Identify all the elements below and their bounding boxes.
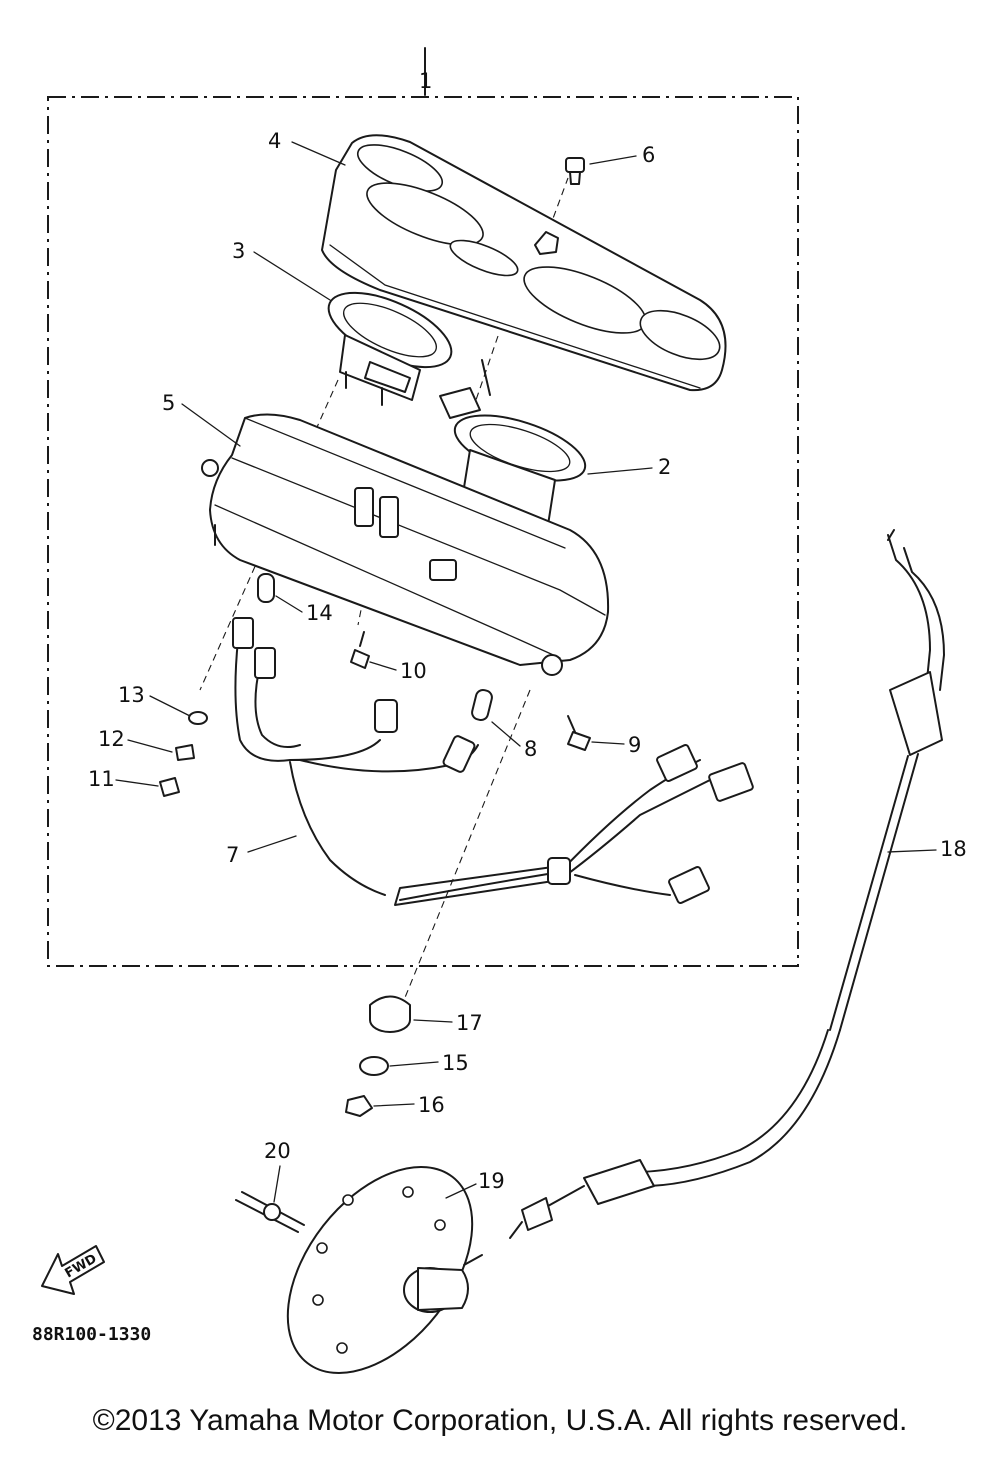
leader-lines — [115, 141, 937, 1203]
callout-5: 5 — [162, 391, 175, 415]
part-7-wire-harness — [232, 617, 754, 906]
part-4-meter-cover — [321, 134, 727, 392]
callout-3: 3 — [232, 239, 245, 263]
callout-7: 7 — [226, 843, 239, 867]
part-20-pin — [235, 1191, 305, 1233]
part-18-speedometer-cable — [509, 529, 945, 1239]
callout-18: 18 — [940, 837, 967, 861]
callout-19: 19 — [478, 1169, 505, 1193]
part-5-meter-case — [201, 413, 610, 676]
callout-14: 14 — [306, 601, 333, 625]
parts-11-13-small-clips — [159, 711, 208, 797]
callout-13: 13 — [118, 683, 145, 707]
part-6-screw — [565, 157, 585, 185]
part-19-drive-plate — [286, 1165, 483, 1375]
callout-2: 2 — [658, 455, 671, 479]
part-8-bulb — [471, 688, 493, 722]
callout-8: 8 — [524, 737, 537, 761]
part-3-meter-unit — [327, 291, 453, 406]
callout-11: 11 — [88, 767, 115, 791]
callout-6: 6 — [642, 143, 655, 167]
parts-15-17-fasteners — [345, 995, 411, 1117]
copyright-notice: ©2013 Yamaha Motor Corporation, U.S.A. A… — [92, 1404, 908, 1437]
callout-4: 4 — [268, 129, 281, 153]
drawing-code: 88R100-1330 — [32, 1324, 151, 1345]
callout-16: 16 — [418, 1093, 445, 1117]
callout-17: 17 — [456, 1011, 483, 1035]
callout-15: 15 — [442, 1051, 469, 1075]
callout-10: 10 — [400, 659, 427, 683]
part-14-bulb — [257, 573, 275, 603]
part-9-screw — [567, 715, 591, 751]
callout-1: 1 — [419, 69, 432, 93]
part-10-screw — [350, 631, 370, 669]
callout-20: 20 — [264, 1139, 291, 1163]
callout-12: 12 — [98, 727, 125, 751]
assembly-boundary — [47, 47, 799, 967]
callout-9: 9 — [628, 733, 641, 757]
forward-arrow-icon: FWD — [41, 1245, 105, 1295]
